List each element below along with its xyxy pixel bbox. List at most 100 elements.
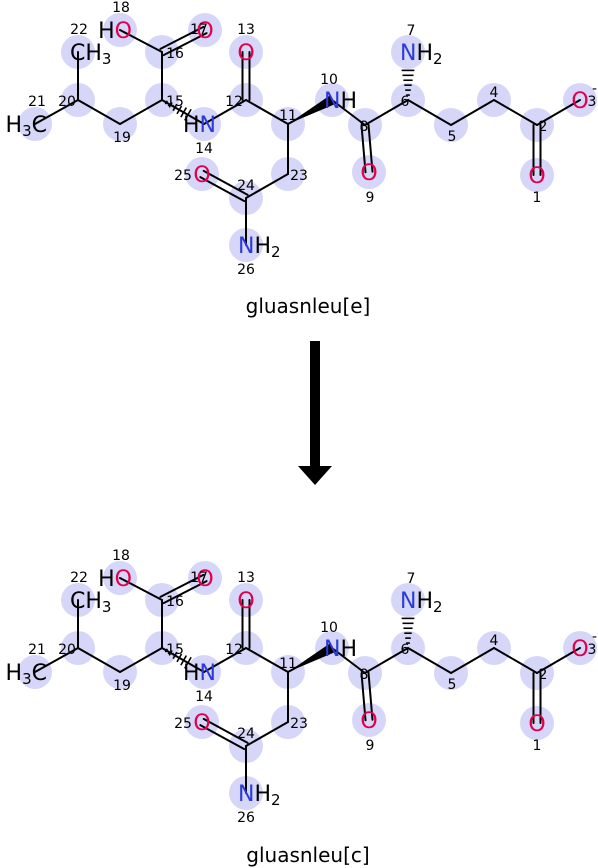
atom-number: 3 — [588, 642, 597, 658]
atom-number: 13 — [237, 22, 255, 38]
atom-number: 26 — [237, 262, 255, 278]
atom-number: 2 — [539, 667, 548, 683]
atom-label: CH3 — [70, 589, 111, 616]
single-bond — [493, 99, 538, 126]
atom-number: 13 — [237, 570, 255, 586]
atom-number: 20 — [58, 642, 76, 658]
atom-number: 1 — [533, 738, 542, 754]
atom-label: O — [237, 41, 254, 66]
atom-label: O — [193, 711, 210, 736]
single-bond — [119, 29, 163, 53]
atom-highlight — [352, 703, 386, 737]
atom-label: O — [571, 89, 588, 114]
atom-number: 25 — [174, 168, 192, 184]
single-bond — [450, 647, 495, 674]
atom-label: O — [193, 163, 210, 188]
reactant-caption: gluasnleu[e] — [246, 294, 371, 318]
charge-label: - — [592, 629, 597, 645]
product-caption: gluasnleu[c] — [246, 843, 369, 867]
atom-number: 15 — [166, 642, 184, 658]
single-bond — [203, 647, 247, 673]
atom-highlight — [229, 35, 263, 69]
atom-highlight — [391, 35, 425, 69]
charge-label: - — [592, 81, 597, 97]
atom-number: 16 — [166, 46, 184, 62]
atom-label: NH — [324, 89, 357, 114]
atom-number: 24 — [237, 178, 255, 194]
atom-number: 4 — [490, 633, 499, 649]
atom-label: H3C — [6, 661, 47, 688]
atom-number: 11 — [279, 108, 297, 124]
hashed-bond — [401, 69, 415, 96]
atom-number: 24 — [237, 726, 255, 742]
atom-number: 18 — [112, 0, 130, 16]
hashed-bond — [164, 100, 192, 121]
atom-label: O — [237, 589, 254, 614]
atom-number: 2 — [539, 119, 548, 135]
atom-number: 20 — [58, 94, 76, 110]
atom-label: O — [196, 567, 213, 592]
single-bond — [119, 577, 163, 601]
atom-label: O — [360, 709, 377, 734]
atom-number: 22 — [70, 22, 88, 38]
atom-number: 1 — [533, 190, 542, 206]
atom-label: HO — [98, 567, 132, 592]
single-bond — [34, 647, 79, 673]
single-bond — [407, 99, 452, 126]
double-bond-line — [162, 580, 208, 605]
atom-label: HN — [183, 113, 216, 138]
atom-number: 6 — [401, 642, 410, 658]
single-bond — [331, 99, 366, 126]
atom-number: 19 — [113, 678, 131, 694]
single-bond — [331, 647, 366, 674]
atom-number: 6 — [401, 94, 410, 110]
wedge-bond — [288, 95, 335, 124]
atom-label: H3C — [6, 113, 47, 140]
atom-number: 12 — [225, 94, 243, 110]
single-bond — [536, 99, 581, 126]
atom-label: O — [196, 19, 213, 44]
atom-label: NH2 — [400, 589, 443, 616]
atom-number: 9 — [366, 190, 375, 206]
atom-number: 11 — [279, 656, 297, 672]
hashed-bond — [164, 648, 192, 669]
atom-number: 15 — [166, 94, 184, 110]
double-bond-line — [360, 124, 367, 174]
atom-label: HN — [183, 661, 216, 686]
single-bond — [203, 99, 247, 125]
atom-number: 3 — [588, 94, 597, 110]
atom-number: 23 — [290, 168, 308, 184]
single-bond — [245, 99, 289, 125]
atom-number: 12 — [225, 642, 243, 658]
reaction-arrow — [298, 341, 332, 485]
atom-number: 5 — [448, 677, 457, 693]
single-bond — [450, 99, 495, 126]
single-bond — [34, 99, 79, 125]
single-bond — [364, 647, 409, 674]
double-bond-line — [367, 671, 374, 721]
atom-number: 17 — [190, 570, 208, 586]
single-bond — [407, 647, 452, 674]
single-bond — [536, 647, 581, 674]
arrow-head — [298, 466, 332, 485]
atom-number: 21 — [28, 642, 46, 658]
wedge-bond — [288, 643, 335, 672]
single-bond — [493, 647, 538, 674]
atom-number: 14 — [195, 689, 213, 705]
single-bond — [77, 647, 121, 673]
double-bond-line — [199, 724, 246, 751]
atom-label: O — [528, 712, 545, 737]
atom-label: O — [571, 637, 588, 662]
arrow-shaft — [310, 341, 320, 469]
single-bond — [119, 647, 163, 673]
atom-number: 4 — [490, 85, 499, 101]
double-bond-line — [367, 123, 374, 173]
hashed-bond — [401, 617, 415, 644]
atom-highlight — [391, 583, 425, 617]
atom-number: 25 — [174, 716, 192, 732]
atom-label: CH3 — [70, 41, 111, 68]
atom-highlight — [229, 583, 263, 617]
atom-number: 9 — [366, 738, 375, 754]
single-bond — [77, 99, 121, 125]
atom-number: 7 — [407, 571, 416, 587]
